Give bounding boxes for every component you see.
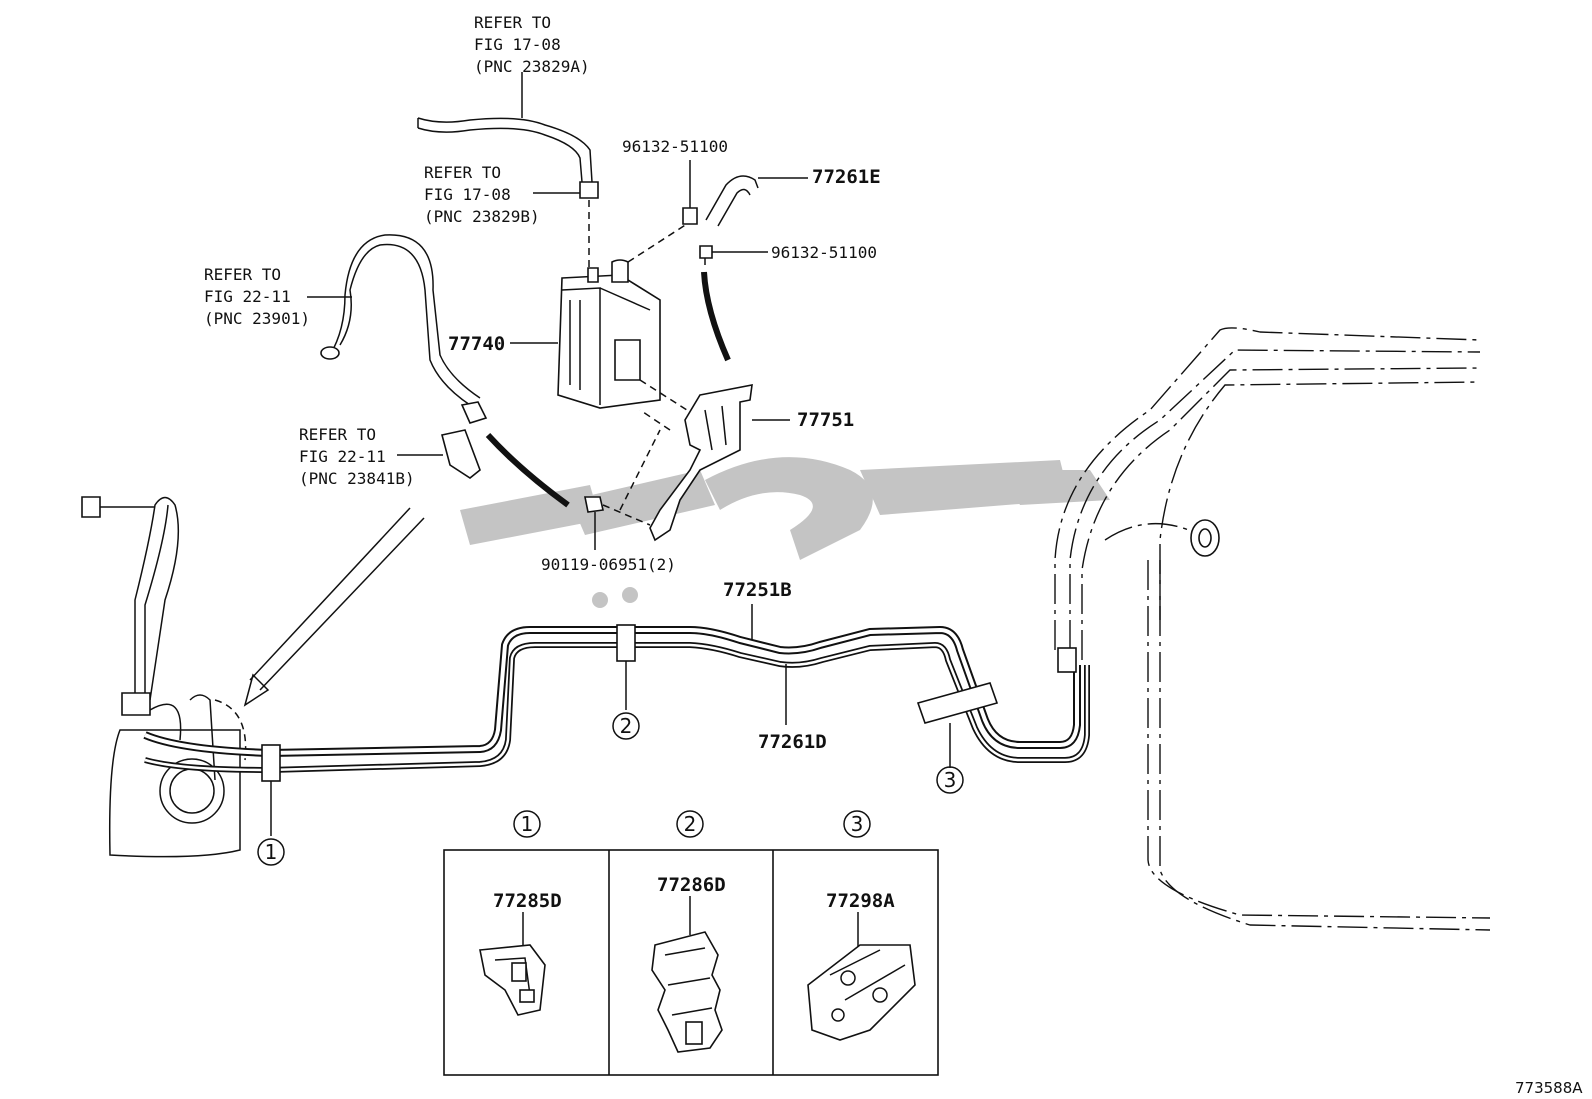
callout-3: 3 [936,766,964,794]
refer-note-17-08-a: REFER TO FIG 17-08 (PNC 23829A) [474,13,590,76]
clamp-1 [261,744,281,782]
svg-text:FIG 22-11: FIG 22-11 [204,287,291,306]
part-label-96132-top: 96132-51100 [622,137,728,156]
watermark-logo [460,457,1110,608]
fuel-tank-assembly [81,496,425,858]
svg-text:(PNC 23829A): (PNC 23829A) [474,57,590,76]
part-label-90119: 90119-06951(2) [541,555,676,574]
part-label-96132-mid: 96132-51100 [771,243,877,262]
svg-text:REFER TO: REFER TO [299,425,376,444]
canister-assembly [307,72,808,550]
clamp-3 [916,682,999,724]
part-label-77261D: 77261D [758,731,827,753]
clamp-2 [616,624,636,662]
svg-text:2: 2 [684,812,697,836]
svg-text:1: 1 [521,812,534,836]
vehicle-body-outline [1054,327,1491,931]
svg-text:(PNC 23841B): (PNC 23841B) [299,469,415,488]
clamp-part-77298A: 77298A [826,890,895,912]
clamp-77298A-illustration [807,912,916,1041]
clamp-part-77285D: 77285D [493,890,562,912]
svg-text:REFER TO: REFER TO [204,265,281,284]
clamp-77285D-illustration [479,912,546,1016]
figure-id: 773588A [1515,1079,1583,1097]
part-label-77251B: 77251B [723,579,792,601]
part-label-77751: 77751 [797,409,854,431]
svg-text:FIG 17-08: FIG 17-08 [424,185,511,204]
svg-text:(PNC 23829B): (PNC 23829B) [424,207,540,226]
clamp-table-header-2: 2 [676,810,704,838]
refer-note-17-08-b: REFER TO FIG 17-08 (PNC 23829B) [424,163,540,226]
clamp-table-header-1: 1 [513,810,541,838]
part-label-77740: 77740 [448,333,505,355]
svg-text:FIG 22-11: FIG 22-11 [299,447,386,466]
clamp-table: 1 2 3 77285D 77286D 77298A [443,810,939,1076]
clamp-table-header-3: 3 [843,810,871,838]
callout-1: 1 [257,838,285,866]
svg-text:(PNC 23901): (PNC 23901) [204,309,310,328]
refer-note-22-11-b: REFER TO FIG 22-11 (PNC 23841B) [299,425,415,488]
refer-note-22-11-a: REFER TO FIG 22-11 (PNC 23901) [204,265,310,328]
svg-text:REFER TO: REFER TO [424,163,501,182]
fuel-pipe-run [143,604,1090,836]
svg-text:1: 1 [265,840,278,864]
clamp-77286D-illustration [651,896,723,1053]
svg-text:FIG 17-08: FIG 17-08 [474,35,561,54]
svg-text:3: 3 [944,768,957,792]
clamp-part-77286D: 77286D [657,874,726,896]
svg-text:2: 2 [620,714,633,738]
svg-text:3: 3 [851,812,864,836]
svg-text:REFER TO: REFER TO [474,13,551,32]
part-label-77261E: 77261E [812,166,881,188]
callout-2: 2 [612,712,640,740]
